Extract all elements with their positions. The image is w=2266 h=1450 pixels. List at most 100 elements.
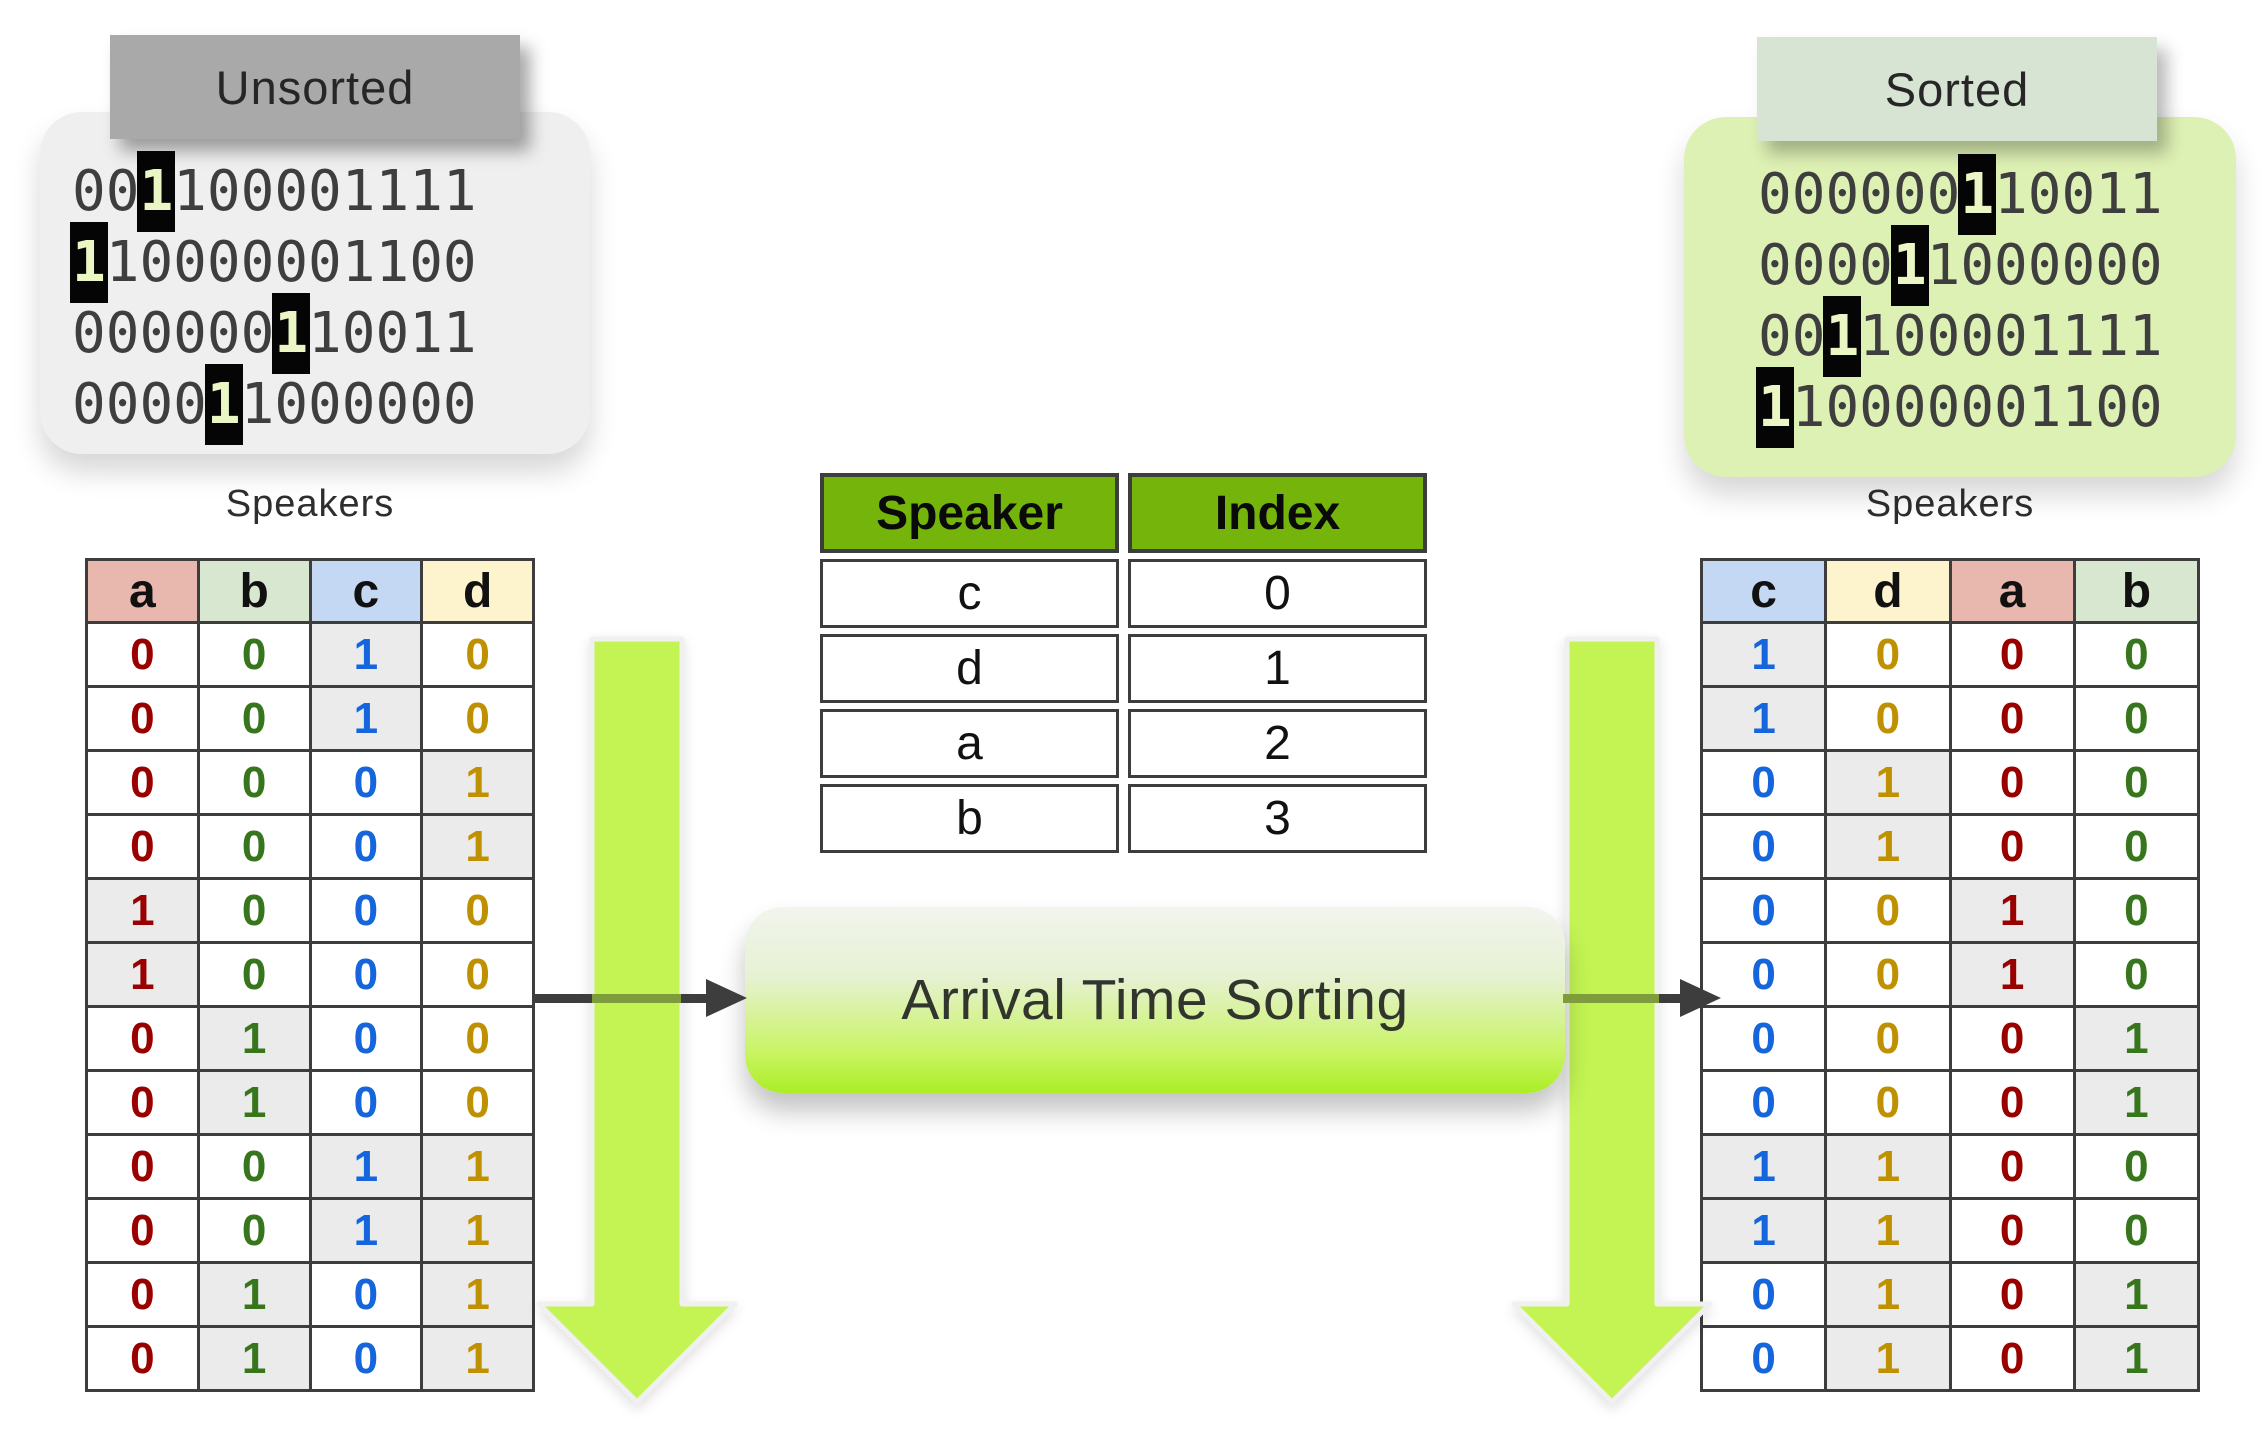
- bit-cell: 0: [85, 1069, 200, 1136]
- bit: 0: [2095, 233, 2129, 298]
- arrival-time-sorting-box: Arrival Time Sorting: [745, 907, 1565, 1093]
- bit-cell: 0: [308, 749, 424, 816]
- arrow-button-to-table-icon: [1563, 979, 1721, 1017]
- bit-cell: 0: [1699, 1325, 1828, 1392]
- bit-cell: 1: [420, 1325, 535, 1392]
- bit-cell: 0: [196, 813, 312, 880]
- highlighted-bit: 1: [137, 151, 176, 232]
- bit: 1: [442, 159, 477, 224]
- speaker-cell: c: [820, 559, 1119, 628]
- bit-cell: 0: [85, 1197, 200, 1264]
- bit-cell: 0: [308, 1005, 424, 1072]
- bit-cell: 0: [2072, 941, 2201, 1008]
- bit-cell: 0: [2072, 749, 2201, 816]
- bit-cell: 0: [1824, 941, 1952, 1008]
- bit-cell: 0: [85, 1261, 200, 1328]
- bit-cell: 0: [196, 941, 312, 1008]
- bit-cell: 1: [420, 1133, 535, 1200]
- speaker-cell: b: [820, 784, 1119, 853]
- bit-cell: 0: [1948, 749, 2076, 816]
- highlighted-bit: 1: [1756, 367, 1794, 448]
- bit: 1: [308, 301, 342, 366]
- bit-cell: 0: [85, 1325, 200, 1392]
- bit: 0: [2128, 375, 2163, 440]
- bit: 0: [409, 230, 443, 295]
- bit-cell: 0: [308, 877, 424, 944]
- bit-cell: 0: [1699, 877, 1828, 944]
- index-cell: 2: [1128, 709, 1427, 778]
- bit-cell: 1: [1699, 1197, 1828, 1264]
- bit-cell: 1: [1948, 877, 2076, 944]
- bit-cell: 0: [1699, 1005, 1828, 1072]
- highlighted-bit: 1: [1823, 296, 1862, 377]
- bit: 0: [2095, 375, 2129, 440]
- binary-row: 000000110011: [72, 293, 590, 374]
- bit: 0: [1892, 304, 1927, 369]
- bit-cell: 1: [420, 813, 535, 880]
- bit: 0: [1892, 375, 1927, 440]
- bit-cell: 1: [2072, 1261, 2201, 1328]
- bit: 0: [1825, 162, 1860, 227]
- mapping-header-speaker: Speaker: [820, 473, 1119, 553]
- bit-cell: 1: [1824, 1325, 1952, 1392]
- bit: 0: [1791, 233, 1826, 298]
- bit: 0: [1994, 304, 2028, 369]
- column-header-a: a: [85, 558, 200, 624]
- highlighted-bit: 1: [70, 222, 108, 303]
- bit: 0: [308, 159, 342, 224]
- bit: 1: [375, 159, 410, 224]
- bit: 0: [206, 301, 241, 366]
- bit: 0: [274, 159, 309, 224]
- bit: 0: [341, 301, 376, 366]
- bit-cell: 0: [1948, 1069, 2076, 1136]
- bit: 1: [2061, 375, 2096, 440]
- bit-cell: 0: [1948, 1261, 2076, 1328]
- bit: 1: [1994, 162, 2028, 227]
- bit-cell: 0: [85, 749, 200, 816]
- bit-cell: 1: [420, 1197, 535, 1264]
- bit-cell: 0: [1699, 1261, 1828, 1328]
- bit-cell: 0: [1948, 1325, 2076, 1392]
- bit: 0: [206, 230, 241, 295]
- bit-cell: 1: [1699, 621, 1828, 688]
- bit-cell: 0: [2072, 1133, 2201, 1200]
- bit: 0: [240, 230, 275, 295]
- bit: 0: [308, 230, 342, 295]
- highlighted-bit: 1: [1958, 154, 1997, 235]
- bit-cell: 0: [1699, 749, 1828, 816]
- bit: 0: [139, 230, 174, 295]
- bit-cell: 0: [308, 941, 424, 1008]
- bit: 0: [2027, 233, 2062, 298]
- bit: 0: [206, 159, 241, 224]
- bit: 1: [1791, 375, 1826, 440]
- index-cell: 1: [1128, 634, 1427, 703]
- bit: 1: [240, 372, 275, 437]
- bit-cell: 0: [2072, 877, 2201, 944]
- bit: 0: [240, 159, 275, 224]
- bit: 0: [1994, 375, 2028, 440]
- bit-cell: 0: [196, 685, 312, 752]
- bit: 0: [1859, 375, 1893, 440]
- bit: 0: [173, 372, 207, 437]
- bit-cell: 1: [196, 1069, 312, 1136]
- bit: 0: [240, 301, 275, 366]
- bit-cell: 1: [308, 685, 424, 752]
- column-header-c: c: [1699, 558, 1828, 624]
- arrival-time-sorting-label: Arrival Time Sorting: [901, 968, 1409, 1032]
- bit-cell: 1: [196, 1005, 312, 1072]
- down-arrow-right-icon: [1511, 636, 1713, 1405]
